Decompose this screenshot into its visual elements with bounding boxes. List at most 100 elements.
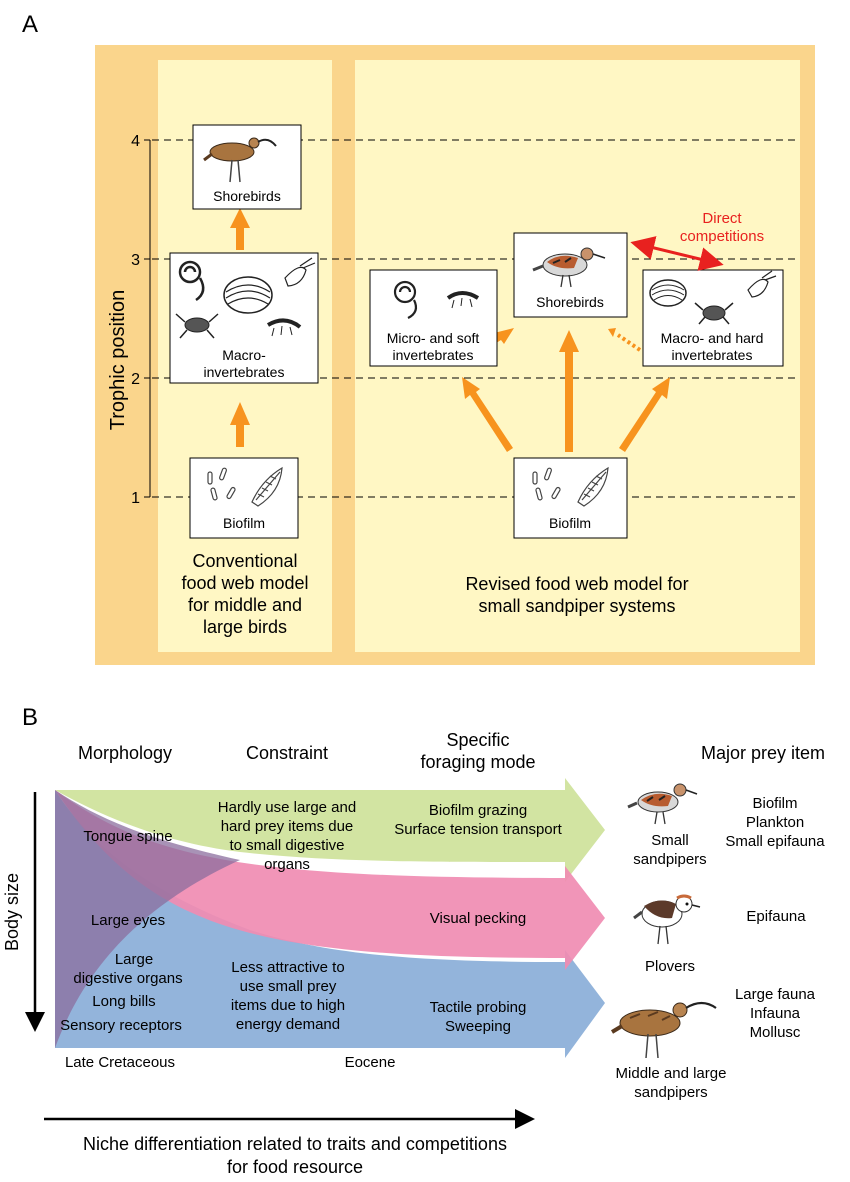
bird-plovers: Plovers: [645, 958, 695, 975]
mode-blue-2: Sweeping: [445, 1018, 511, 1035]
svg-text:to small digestive: to small digestive: [229, 837, 344, 854]
panel-b-headers: Morphology Constraint Specific foraging …: [78, 730, 825, 772]
conventional-shorebirds-label: Shorebirds: [213, 188, 281, 204]
mode-blue-1: Tactile probing: [430, 999, 527, 1016]
svg-text:Small epifauna: Small epifauna: [725, 833, 825, 850]
svg-text:Large fauna: Large fauna: [735, 986, 816, 1003]
mode-green-2: Surface tension transport: [394, 821, 562, 838]
svg-text:Epifauna: Epifauna: [746, 908, 806, 925]
panel-b-footer: Niche differentiation related to traits …: [83, 1134, 507, 1177]
curlew-icon: [610, 1001, 717, 1059]
panel-a-label: A: [22, 11, 38, 38]
mode-pink: Visual pecking: [430, 910, 526, 927]
header-prey: Major prey item: [701, 743, 825, 763]
svg-text:large birds: large birds: [203, 617, 287, 637]
constraint-bottom: Less attractive to use small prey items …: [231, 959, 345, 1033]
small-sandpiper-icon: [627, 783, 698, 825]
trait-long-bills: Long bills: [92, 993, 155, 1010]
bird-large-1: Middle and large: [616, 1065, 727, 1082]
conventional-biofilm-box: Biofilm: [189, 457, 299, 539]
snail-icon: [284, 257, 316, 287]
foraging-bands: [55, 778, 605, 1058]
diatom-icon: [532, 466, 609, 507]
prey-plovers: Epifauna: [746, 908, 806, 925]
prey-small: Biofilm Plankton Small epifauna: [725, 795, 825, 850]
competition-label-1: Direct: [702, 210, 742, 227]
revised-shorebirds-box: Shorebirds: [513, 232, 628, 318]
constraint-top: Hardly use large and hard prey items due…: [218, 799, 356, 873]
tick-3: 3: [131, 252, 140, 269]
revised-shorebirds-label: Shorebirds: [536, 294, 604, 310]
revised-biofilm-box: Biofilm: [513, 457, 628, 539]
svg-text:items due to high: items due to high: [231, 997, 345, 1014]
trait-digestive-2: digestive organs: [73, 970, 182, 987]
timeline-start: Late Cretaceous: [65, 1054, 175, 1071]
svg-text:Mollusc: Mollusc: [750, 1024, 801, 1041]
svg-text:food web model: food web model: [181, 573, 308, 593]
weak-dotted-arrow: [608, 328, 642, 352]
snail-icon: [747, 270, 777, 298]
clam-icon: [649, 279, 687, 307]
conventional-shorebirds-box: Shorebirds: [192, 124, 302, 210]
curlew-icon: [203, 137, 277, 183]
tick-2: 2: [131, 371, 140, 388]
revised-caption: Revised food web model for small sandpip…: [465, 574, 688, 616]
revised-biofilm-label: Biofilm: [549, 515, 591, 531]
panel-b-label: B: [22, 704, 38, 731]
svg-text:for middle and: for middle and: [188, 595, 302, 615]
conventional-arrows: [230, 208, 250, 447]
clam-icon: [223, 276, 273, 314]
body-size-label: Body size: [2, 873, 22, 951]
tick-4: 4: [131, 133, 140, 150]
polychaete-icon: [178, 260, 205, 302]
conventional-macro-box: Macro- invertebrates: [169, 252, 319, 384]
timeline-mid: Eocene: [345, 1054, 396, 1071]
revised-macro-label-2: invertebrates: [672, 347, 753, 363]
band-blue: [55, 790, 605, 1058]
prey-large: Large fauna Infauna Mollusc: [735, 986, 816, 1041]
svg-text:use small prey: use small prey: [240, 978, 337, 995]
competition-arrow: [630, 236, 724, 271]
revised-micro-label-2: invertebrates: [393, 347, 474, 363]
conventional-biofilm-label: Biofilm: [223, 515, 265, 531]
trophic-axis: 1 2 3 4: [131, 133, 151, 507]
svg-text:Niche differentiation related: Niche differentiation related to traits …: [83, 1134, 507, 1154]
conventional-macro-label-2: invertebrates: [204, 364, 285, 380]
svg-text:hard prey items due: hard prey items due: [221, 818, 354, 835]
svg-text:energy demand: energy demand: [236, 1016, 340, 1033]
bird-large-2: sandpipers: [634, 1084, 707, 1101]
trait-large-eyes: Large eyes: [91, 912, 165, 929]
bird-small-1: Small: [651, 832, 689, 849]
amphipod-icon: [446, 291, 480, 309]
diatom-icon: [207, 466, 283, 507]
header-foraging-1: Specific: [446, 730, 509, 750]
competition-label-2: competitions: [680, 228, 764, 245]
plover-icon: [633, 894, 701, 945]
sandpiper-icon: [532, 247, 606, 288]
conventional-macro-label-1: Macro-: [222, 347, 266, 363]
tick-1: 1: [131, 490, 140, 507]
band-pink: [55, 790, 605, 970]
trait-tongue-spine: Tongue spine: [83, 828, 172, 845]
svg-text:Infauna: Infauna: [750, 1005, 801, 1022]
crab-icon: [694, 302, 734, 325]
svg-text:organs: organs: [264, 856, 310, 873]
header-constraint: Constraint: [246, 743, 328, 763]
revised-micro-box: Micro- and soft invertebrates: [369, 269, 498, 367]
svg-text:Plankton: Plankton: [746, 814, 804, 831]
svg-text:Less attractive to: Less attractive to: [231, 959, 344, 976]
svg-text:Hardly use large and: Hardly use large and: [218, 799, 356, 816]
polychaete-icon: [393, 280, 418, 319]
conventional-caption: Conventional food web model for middle a…: [181, 551, 308, 637]
svg-text:for food resource: for food resource: [227, 1157, 363, 1177]
revised-macro-box: Macro- and hard invertebrates: [642, 269, 784, 367]
band-green: [55, 778, 605, 882]
trophic-axis-label: Trophic position: [107, 290, 129, 430]
foraging-modes: Biofilm grazing Surface tension transpor…: [394, 802, 562, 1035]
svg-text:Biofilm: Biofilm: [752, 795, 797, 812]
svg-text:Revised food web model for: Revised food web model for: [465, 574, 688, 594]
trait-digestive-1: Large: [115, 951, 153, 968]
svg-text:small sandpiper systems: small sandpiper systems: [478, 596, 675, 616]
mode-green-1: Biofilm grazing: [429, 802, 527, 819]
